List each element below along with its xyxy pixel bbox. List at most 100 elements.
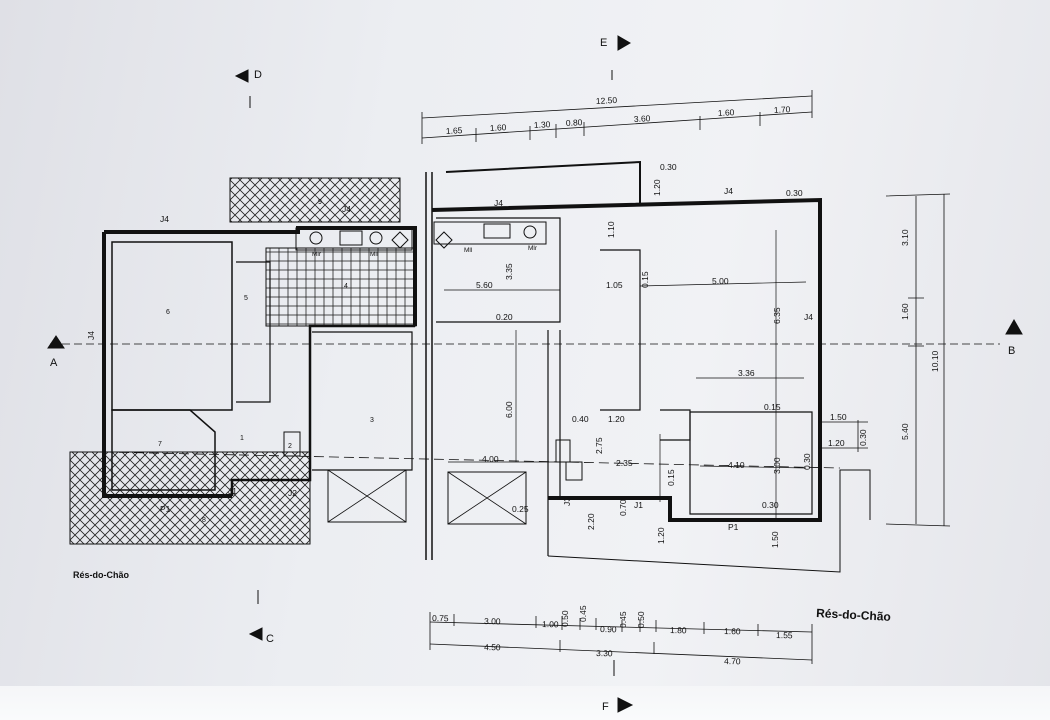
- dim-bottom-group: 4.70: [724, 656, 741, 666]
- dim-interior: 3.36: [738, 368, 755, 378]
- dim-interior: 1.20: [608, 414, 625, 424]
- room-number: 5: [244, 295, 248, 302]
- dim-interior: 0.40: [572, 414, 589, 424]
- section-label-f: F: [602, 701, 609, 713]
- dim-interior: 0.30: [802, 453, 812, 470]
- dim-interior: 0.15: [640, 271, 650, 288]
- plan-title-right: Rés-do-Chão: [816, 606, 891, 624]
- bottom-dim-lines: [429, 621, 813, 661]
- dim-right-segment: 5.40: [900, 423, 910, 440]
- right-light-well-x: [447, 471, 527, 525]
- bottom-dim-ticks: [429, 612, 813, 664]
- opening-label: J3: [562, 497, 572, 506]
- stove-left-icon: [391, 231, 409, 249]
- room-number: 9: [318, 199, 322, 206]
- dim-interior: 0.20: [496, 312, 513, 322]
- interior-dim-lines: [444, 230, 807, 518]
- room-number: 2: [288, 443, 292, 450]
- hob-left-icon: [309, 231, 323, 245]
- wc-right-icon: [555, 439, 571, 463]
- dim-interior: 1.20: [656, 527, 666, 544]
- dim-interior: 0.25: [512, 504, 529, 514]
- basin-right-icon: [565, 461, 583, 481]
- dim-bottom-segment: 0.45: [578, 605, 588, 622]
- opening-label: J4: [160, 214, 169, 224]
- room-number: 4: [344, 283, 348, 290]
- stair-right: [600, 249, 641, 411]
- room-number: 1: [240, 435, 244, 442]
- right-light-well: [447, 471, 527, 525]
- dim-top-segment: 1.65: [446, 125, 463, 136]
- dim-interior: 0.30: [660, 162, 677, 172]
- arrow-b-icon: [1005, 318, 1023, 335]
- dim-top-segment: 0.80: [566, 117, 583, 128]
- dim-interior: 2.35: [616, 458, 633, 468]
- wall-right-outer: [431, 197, 822, 522]
- dim-right-offset: 1.50: [830, 412, 847, 422]
- wall-left-west: [102, 232, 232, 498]
- dim-bottom-segment: 0.50: [560, 610, 570, 627]
- dim-bottom-segment: 1.55: [776, 630, 793, 640]
- sink-right-icon: [483, 223, 511, 239]
- opening-label: J4: [86, 331, 96, 340]
- arrow-c-icon: [248, 627, 263, 641]
- section-label-e: E: [600, 37, 607, 49]
- room-right-bedroom: [689, 411, 813, 515]
- dim-bottom-group: 3.30: [596, 648, 613, 658]
- arrow-d-icon: [234, 69, 249, 83]
- fixture-label: Mll: [464, 247, 473, 254]
- counter-right: [433, 221, 547, 245]
- dim-interior: 2.20: [586, 513, 596, 530]
- room-9-walls: [312, 331, 413, 471]
- dim-bottom-segment: 1.60: [724, 626, 741, 636]
- dim-interior: 4.10: [728, 460, 745, 470]
- dim-top-segment: 3.60: [634, 113, 651, 124]
- opening-label: J4: [494, 198, 503, 208]
- room-right-kitchen: [436, 217, 561, 323]
- dim-bottom-segment: 1.80: [670, 625, 687, 635]
- dim-interior: 6.00: [504, 401, 514, 418]
- dim-interior: 1.10: [606, 221, 616, 238]
- left-light-well-x: [327, 469, 407, 523]
- dim-bottom-segment: 3.00: [484, 616, 501, 626]
- dim-interior: 1.05: [606, 280, 623, 290]
- room-6-walls: [111, 241, 233, 411]
- dim-bottom-segment: 0.45: [618, 611, 628, 628]
- room-number: 3: [370, 417, 374, 424]
- dim-interior: 0.70: [618, 499, 628, 516]
- porch-right-outline: [547, 469, 871, 573]
- counter-left: [295, 227, 413, 251]
- opening-label: P1: [728, 522, 739, 532]
- dim-bottom-segment: 0.75: [432, 613, 449, 623]
- wall-left-inner: [230, 324, 415, 496]
- dim-bottom-segment: 0.90: [600, 624, 617, 634]
- dim-interior: 0.30: [762, 500, 779, 510]
- kitchen-tiles: [265, 247, 417, 327]
- room-number: 8: [202, 517, 206, 524]
- arrow-f-icon: [617, 697, 634, 713]
- dim-bottom-segment: 0.50: [636, 611, 646, 628]
- top-dim-ticks: [421, 90, 813, 144]
- dim-interior: 0.15: [666, 469, 676, 486]
- room-number: 6: [166, 309, 170, 316]
- dim-right-segment: 1.60: [900, 303, 910, 320]
- dim-top-segment: 1.60: [718, 107, 735, 118]
- section-label-a: A: [50, 357, 58, 369]
- party-wall: [425, 172, 433, 560]
- terrace-hatch-top: [229, 177, 401, 223]
- dim-interior: 2.75: [594, 437, 604, 454]
- dim-top-segment: 1.30: [534, 119, 551, 130]
- dim-interior: 4.00: [482, 454, 499, 464]
- hob-left-2-icon: [369, 231, 383, 245]
- dim-right-segment: 3.10: [900, 229, 910, 246]
- dim-interior: 1.20: [652, 179, 662, 196]
- dim-interior: 5.00: [712, 276, 729, 286]
- dim-interior: 1.50: [770, 531, 780, 548]
- opening-label: J2: [288, 488, 297, 498]
- dim-right-overall: 10.10: [930, 350, 940, 372]
- dim-interior: 3.00: [772, 457, 782, 474]
- right-dim-ticks: [885, 193, 951, 527]
- opening-label: P1: [160, 504, 171, 514]
- dim-interior: 0.15: [764, 402, 781, 412]
